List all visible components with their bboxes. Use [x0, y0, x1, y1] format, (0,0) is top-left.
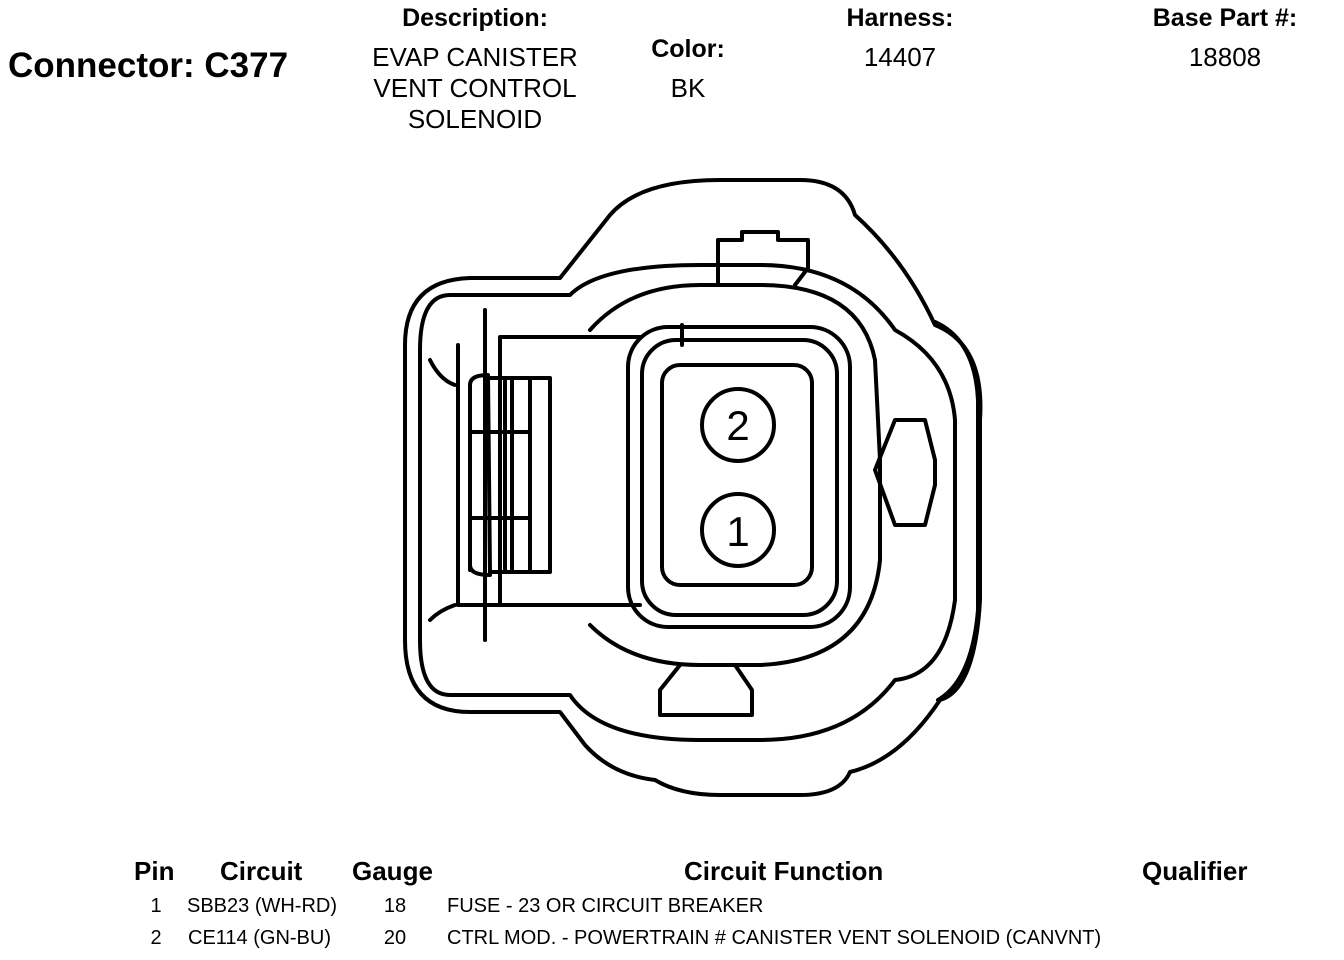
top-key: [716, 230, 810, 287]
table-header-qualifier: Qualifier: [1142, 856, 1248, 886]
right-latch: [873, 418, 937, 527]
description-label: Description:: [402, 4, 548, 32]
pin-housing-outer: [626, 325, 852, 629]
cavity-1-circle: [700, 492, 776, 568]
cavity-1: 1: [700, 492, 776, 568]
row-circuit: SBB23 (WH-RD): [187, 895, 338, 917]
description-line-1: EVAP CANISTER: [372, 42, 578, 72]
left-rib-3: [503, 376, 514, 574]
row-function: FUSE - 23 OR CIRCUIT BREAKER: [447, 895, 764, 917]
cavity-1-label: 1: [726, 508, 749, 555]
row-gauge: 20: [383, 927, 407, 949]
row-pin: 2: [150, 927, 162, 949]
cavity-2-circle: [700, 387, 776, 463]
housing-outline: [403, 178, 983, 797]
cavity-2: 2: [700, 387, 776, 463]
inner-ring: [588, 283, 882, 667]
description-value: EVAP CANISTER VENT CONTROL SOLENOID: [345, 42, 605, 135]
row-circuit: CE114 (GN-BU): [188, 927, 331, 949]
locking-tab-detail: [428, 308, 487, 642]
base-part-value: 18808: [1188, 42, 1262, 72]
pin-housing-mid: [640, 338, 839, 617]
connector-title: Connector: C377: [8, 46, 289, 85]
harness-label: Harness:: [846, 4, 954, 32]
description-line-2: VENT CONTROL: [373, 73, 577, 103]
row-pin: 1: [150, 895, 162, 917]
left-rib-2: [488, 376, 507, 574]
left-rib-cross: [468, 430, 532, 520]
left-rib-4: [510, 376, 532, 574]
harness-value: 14407: [863, 42, 937, 72]
bottom-key: [658, 663, 754, 717]
row-function: CTRL MOD. - POWERTRAIN # CANISTER VENT S…: [447, 927, 1102, 949]
left-rib-1: [468, 373, 492, 577]
color-value: BK: [670, 73, 706, 103]
table-header-pin: Pin: [134, 856, 175, 886]
description-line-3: SOLENOID: [407, 104, 543, 134]
pin-housing-inner: [660, 363, 814, 587]
table-header-gauge: Gauge: [352, 856, 433, 886]
cavity-2-label: 2: [726, 402, 749, 449]
base-part-label: Base Part #:: [1152, 4, 1298, 32]
table-header-circuit: Circuit: [220, 856, 303, 886]
housing-inner-outline: [418, 263, 957, 742]
right-ear: [933, 320, 980, 702]
row-gauge: 18: [383, 895, 407, 917]
color-label: Color:: [651, 35, 725, 63]
locking-tab: [456, 335, 642, 607]
table-header-function: Circuit Function: [684, 856, 884, 886]
left-rib-5: [528, 376, 552, 574]
